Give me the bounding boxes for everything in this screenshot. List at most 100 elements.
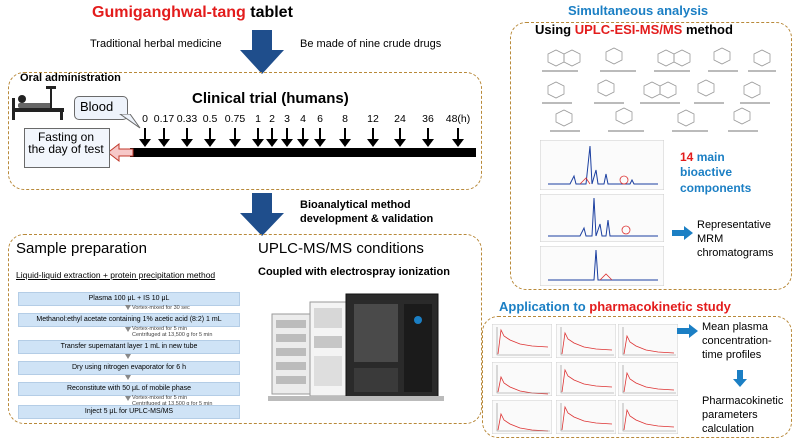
pk-profile-plot — [492, 400, 552, 434]
sample-prep-method: Liquid-liquid extraction + protein preci… — [16, 270, 216, 280]
traditional-caption: Traditional herbal medicine — [90, 38, 222, 50]
pk-profile-plot — [618, 362, 678, 396]
time-point-arrow-stem — [344, 128, 346, 140]
method-name: UPLC-ESI-MS/MS — [574, 22, 683, 37]
time-point-arrow-stem — [399, 128, 401, 140]
components-main: main — [693, 150, 725, 164]
mrm-chromatogram-1 — [540, 140, 664, 190]
prep-note-1: Vortex-mixed for 30 sec — [132, 305, 190, 311]
time-point-arrow-stem — [209, 128, 211, 140]
time-point-arrow-icon — [339, 139, 351, 147]
time-point-arrow-icon — [204, 139, 216, 147]
timeline-bar — [130, 148, 476, 157]
time-point-arrow-stem — [372, 128, 374, 140]
time-point-label: 2 — [269, 113, 275, 125]
time-point-arrow-icon — [181, 139, 193, 147]
time-point-label: 3 — [284, 113, 290, 125]
left-arrow-icon — [108, 143, 134, 162]
prep-note-5: Centrifuged at 13,500 g for 5 min — [132, 401, 213, 407]
time-point-label: 4 — [300, 113, 306, 125]
blood-pointer-icon — [119, 114, 141, 129]
time-point-arrow-stem — [234, 128, 236, 140]
time-point-arrow-icon — [297, 139, 309, 147]
time-point-label: 0.33 — [176, 113, 198, 125]
blood-box — [74, 96, 128, 120]
simultaneous-title: Simultaneous analysis — [568, 3, 709, 18]
uplc-title: UPLC-MS/MS conditions — [258, 240, 424, 257]
time-point-label: 0.17 — [153, 113, 175, 125]
patient-bed-icon — [12, 86, 64, 120]
right-arrow-icon — [677, 324, 698, 338]
time-point-arrow-stem — [186, 128, 188, 140]
pk-profile-plot — [492, 362, 552, 396]
clinical-trial-title: Clinical trial (humans) — [192, 90, 349, 107]
step-arrow-icon — [125, 354, 131, 359]
step-arrow-icon — [125, 375, 131, 380]
prep-step-4: Dry using nitrogen evaporator for 6 h — [18, 361, 240, 375]
blood-label: Blood — [80, 99, 114, 114]
method-using: Using — [535, 22, 575, 37]
down-arrow-icon — [733, 370, 747, 387]
clinical-trial-panel — [8, 72, 482, 190]
representative-label: Representative MRM chromatograms — [697, 219, 774, 259]
time-point-arrow-stem — [427, 128, 429, 140]
components-count: 14 — [680, 150, 694, 164]
right-arrow-icon — [672, 226, 693, 240]
fasting-label: Fasting on the day of test — [28, 130, 104, 156]
prep-note-3: Centrifuged at 13,500 g for 5 min — [132, 332, 213, 338]
uplc-instrument-image — [268, 293, 444, 401]
pk-profile-plot — [618, 324, 678, 358]
method-panel — [8, 234, 482, 424]
pk-panel — [482, 316, 792, 438]
prep-step-1: Plasma 100 μL + IS 10 μL — [18, 292, 240, 306]
time-point-arrow-stem — [319, 128, 321, 140]
sample-prep-title: Sample preparation — [16, 240, 147, 257]
prep-step-6: Inject 5 μL for UPLC-MS/MS — [18, 405, 240, 419]
time-point-label: 24 — [394, 113, 406, 125]
prep-note-4: Vortex-mixed for 5 min — [132, 395, 188, 401]
time-point-arrow-stem — [144, 128, 146, 140]
chemical-structures-image — [542, 47, 776, 132]
time-point-label: 1 — [255, 113, 261, 125]
down-arrow-icon — [240, 30, 284, 74]
time-point-arrow-icon — [452, 139, 464, 147]
mean-plasma-label: Mean plasma concentration-time profiles — [702, 321, 772, 361]
pk-profile-plot — [492, 324, 552, 358]
method-line: Using UPLC-ESI-MS/MS method — [535, 22, 733, 37]
time-point-arrow-stem — [257, 128, 259, 140]
time-point-label: 0.5 — [202, 113, 218, 125]
uplc-subtitle: Coupled with electrospray ionization — [258, 266, 450, 278]
time-point-arrow-icon — [314, 139, 326, 147]
time-point-arrow-icon — [266, 139, 278, 147]
pk-title: Application to pharmacokinetic study — [499, 299, 731, 314]
prep-step-5: Reconstitute with 50 μL of mobile phase — [18, 382, 240, 396]
time-point-arrow-stem — [302, 128, 304, 140]
components-label: bioactive components — [680, 165, 752, 195]
time-point-label: 6 — [317, 113, 323, 125]
time-point-arrow-icon — [281, 139, 293, 147]
pk-params-label: Pharmacokinetic parameters calculation — [702, 395, 784, 435]
mrm-chromatogram-2 — [540, 194, 664, 242]
prep-step-2: Methanol:ethyl acetate containing 1% ace… — [18, 313, 240, 327]
product-name: Gumiganghwal-tang — [92, 4, 246, 21]
time-point-label: 0 — [142, 113, 148, 125]
product-title: Gumiganghwal-tang tablet — [92, 4, 293, 22]
pk-title-main: pharmacokinetic study — [589, 299, 731, 314]
oral-administration-label: Oral administration — [20, 72, 121, 84]
pk-profile-plot — [556, 400, 616, 434]
time-point-arrow-icon — [229, 139, 241, 147]
step-arrow-icon — [125, 305, 131, 310]
down-arrow-icon — [240, 193, 284, 236]
bioanalytical-label: Bioanalytical method development & valid… — [300, 199, 434, 225]
pk-profile-plot — [556, 324, 616, 358]
time-point-arrow-icon — [367, 139, 379, 147]
time-point-arrow-icon — [158, 139, 170, 147]
prep-note-2: Vortex-mixed for 5 min — [132, 326, 188, 332]
fasting-box — [24, 128, 110, 168]
prep-step-3: Transfer supernatant layer 1 mL in new t… — [18, 340, 240, 354]
time-point-arrow-stem — [271, 128, 273, 140]
components-count-line: 14 main — [680, 150, 725, 164]
time-point-label: 12 — [367, 113, 379, 125]
time-point-arrow-icon — [422, 139, 434, 147]
time-point-arrow-stem — [457, 128, 459, 140]
